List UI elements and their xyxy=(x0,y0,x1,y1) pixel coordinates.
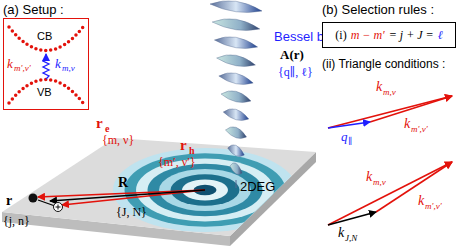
vector-symbol: k xyxy=(338,226,344,240)
subscript: m,ν xyxy=(373,178,386,187)
beam-twist xyxy=(219,73,253,85)
vector-symbol: k xyxy=(7,57,13,70)
k-vector xyxy=(376,162,452,212)
band-label: VB xyxy=(37,87,52,98)
subscript: m′,ν′ xyxy=(425,202,442,211)
bessel-beam xyxy=(210,1,262,188)
subscript: m′,ν′ xyxy=(411,125,428,134)
hole-plus xyxy=(56,205,61,210)
beam-twist xyxy=(221,91,251,103)
vector-potential: A(r) xyxy=(280,48,304,61)
vector-symbol: k xyxy=(418,194,424,208)
quantum-numbers: {m, ν} xyxy=(102,134,134,146)
selection-rule-box: (i) m − m′ = j + J = ℓ xyxy=(322,22,456,48)
vector-symbol: q xyxy=(341,130,348,143)
position-symbol: r xyxy=(180,138,187,153)
position-symbol: R xyxy=(118,176,128,190)
panel-title: (a) Setup : xyxy=(3,3,64,16)
beam-tip xyxy=(236,180,237,188)
subscript: m′,ν′ xyxy=(14,64,31,73)
quantum-numbers: {J, N} xyxy=(116,206,147,218)
hole xyxy=(54,203,63,212)
k-vector xyxy=(370,96,452,122)
q-vector xyxy=(328,122,370,128)
beam-twist xyxy=(214,37,257,49)
valence-band xyxy=(9,80,83,104)
beam-twist xyxy=(225,127,246,139)
r-vector xyxy=(38,200,55,206)
vector-symbol: k xyxy=(366,170,372,184)
panel-title: (b) Selection rules : xyxy=(322,3,434,16)
subscript: m,ν xyxy=(383,88,396,97)
rule-text: (i) xyxy=(335,28,346,43)
rule-text: = j + J = xyxy=(389,28,434,43)
vector-symbol: k xyxy=(404,117,410,131)
k-vector xyxy=(328,96,452,128)
beam-twist xyxy=(217,55,256,67)
vector-symbol: k xyxy=(376,80,382,94)
beam-twist xyxy=(210,1,262,13)
k-vector xyxy=(328,162,452,225)
beam-twist xyxy=(230,163,242,175)
subscript: J,N xyxy=(345,234,357,243)
beam-parameters: {q∥, ℓ} xyxy=(278,66,313,78)
subscript: ∥ xyxy=(348,137,352,146)
quantum-numbers: {j, n} xyxy=(3,215,30,227)
slab-top xyxy=(2,138,316,236)
rh-vector xyxy=(62,190,205,205)
rule-text: ℓ xyxy=(438,28,443,43)
position-symbol: r xyxy=(96,116,103,131)
band-label: CB xyxy=(37,31,52,42)
subscript: h xyxy=(189,146,195,156)
photon-transition xyxy=(43,54,49,79)
R-vector xyxy=(50,190,205,201)
vector-symbol: k xyxy=(55,57,61,70)
electron xyxy=(29,194,38,203)
rule-text: m − m′ xyxy=(351,28,385,43)
subscript: e xyxy=(105,124,109,134)
position-symbol: r xyxy=(6,194,12,208)
band-inset: CBVBkm′,ν′km,ν xyxy=(3,18,89,110)
material-label: 2DEG xyxy=(240,180,275,193)
subheading: (ii) Triangle conditions : xyxy=(322,58,445,70)
quantum-numbers: {m′, ν′} xyxy=(158,156,196,168)
beam-twist xyxy=(223,109,248,121)
subscript: m,ν xyxy=(62,64,75,73)
beam-twist xyxy=(228,145,245,157)
kJN-vector xyxy=(328,212,376,225)
beam-twist xyxy=(212,19,260,31)
conduction-band xyxy=(9,27,83,51)
